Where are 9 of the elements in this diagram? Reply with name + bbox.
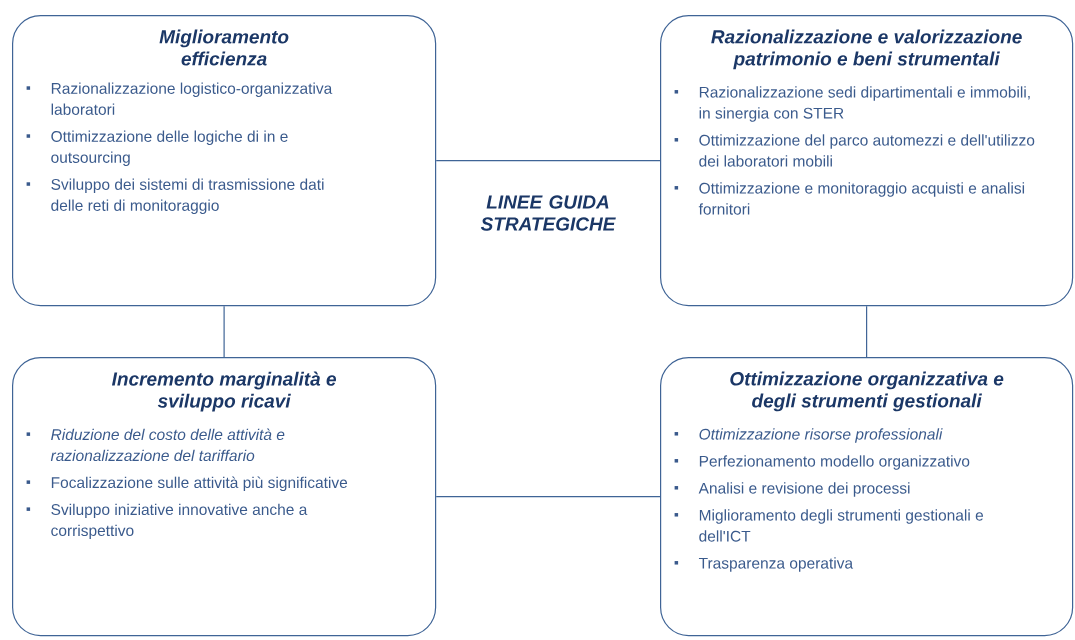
- connector-line: [223, 305, 225, 358]
- connector-line: [435, 496, 661, 498]
- text-box: Miglioramento efficienza Razionalizzazione logistico-organizzativa laboratori Ottimizzazione delle logiche di in e outsourcing Sviluppo dei sistemi di trasmissione dati delle reti di monitoraggio: [12, 15, 437, 307]
- connector-line: [435, 160, 661, 162]
- text-box: Incremento marginalità e sviluppo ricavi Riduzione del costo delle attività e razionalizzazione del tariffario Focalizzazione sulle attività più significative Sviluppo iniziative innovative anche a corrispettivo: [12, 357, 437, 637]
- connector-line: [866, 305, 868, 358]
- text-box: Razionalizzazione e valorizzazione patrimonio e beni strumentali Razionalizzazione sedi dipartimentali e immobili, in sinergia con STER Ottimizzazione del parco automezzi e dell'utilizzo dei laboratori mobili Ottimizzazione e monitoraggio acquisti e analisi fornitori: [660, 15, 1074, 307]
- text-box: Ottimizzazione organizzativa e degli strumenti gestionali Ottimizzazione risorse professionali Perfezionamento modello organizzativo Analisi e revisione dei processi Miglioramento degli strumenti gestionali e dell'ICT Trasparenza operativa: [660, 357, 1074, 637]
- center-title: LINEE GUIDA STRATEGICHE: [480, 195, 616, 231]
